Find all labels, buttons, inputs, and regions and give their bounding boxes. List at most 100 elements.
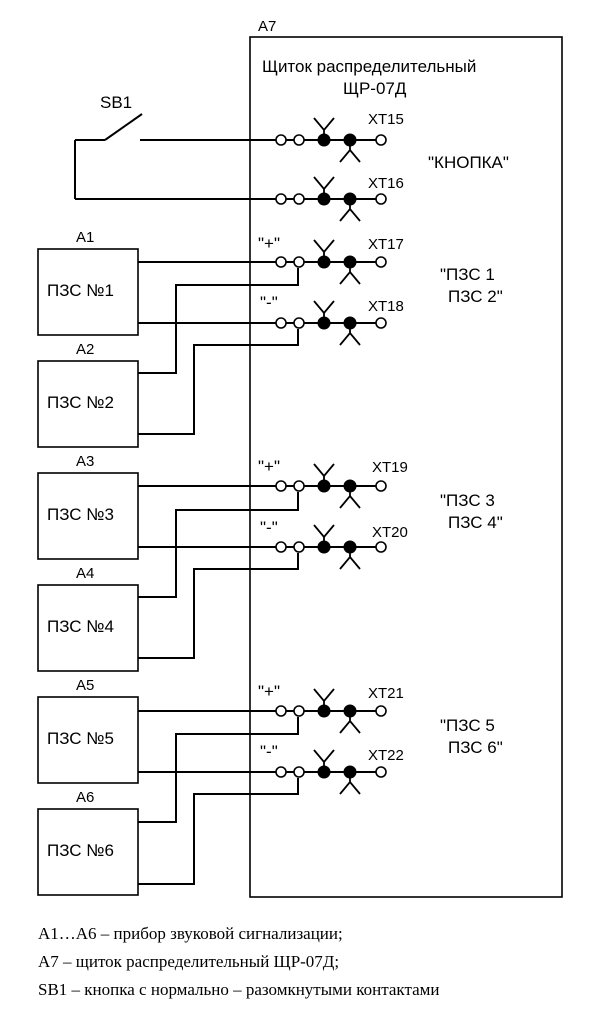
device-a6-ref: A6 bbox=[76, 789, 94, 806]
polarity-minus-3: "-" bbox=[260, 742, 278, 761]
group-label-3-line1: "ПЗС 5 bbox=[440, 716, 495, 735]
terminal-label-xt16: XT16 bbox=[368, 175, 404, 192]
terminal-label-xt22: XT22 bbox=[368, 747, 404, 764]
device-a2-box bbox=[37, 360, 139, 448]
plug-fork-lower-xt19 bbox=[339, 486, 361, 509]
terminal-open-contact-xt17-1 bbox=[275, 256, 287, 268]
terminal-block-xt18 bbox=[275, 300, 387, 346]
plug-fork-lower-xt15 bbox=[339, 140, 361, 163]
device-a5: A5 ПЗС №5 bbox=[37, 677, 139, 784]
button-ref: SB1 bbox=[100, 93, 132, 112]
device-a6-label: ПЗС №6 bbox=[47, 841, 114, 860]
device-a4-label: ПЗС №4 bbox=[47, 617, 114, 636]
terminal-end-contact-xt19 bbox=[375, 480, 387, 492]
device-a1-box bbox=[37, 248, 139, 336]
plug-fork-lower-xt20 bbox=[339, 547, 361, 570]
device-a6-box bbox=[37, 808, 139, 896]
terminal-end-contact-xt20 bbox=[375, 541, 387, 553]
plug-fork-upper-xt19 bbox=[313, 463, 335, 486]
terminal-end-contact-xt15 bbox=[375, 134, 387, 146]
device-a3-box bbox=[37, 472, 139, 560]
terminal-block-xt19 bbox=[275, 463, 387, 509]
device-a4: A4 ПЗС №4 bbox=[37, 565, 139, 672]
terminal-label-xt21: XT21 bbox=[368, 685, 404, 702]
polarity-plus-3: "+" bbox=[258, 682, 280, 701]
group-label-3-line2: ПЗС 6" bbox=[448, 738, 503, 757]
terminal-open-contact-xt18-2 bbox=[293, 317, 305, 329]
terminal-open-contact-xt16-1 bbox=[275, 193, 287, 205]
device-a4-box bbox=[37, 584, 139, 672]
terminal-end-contact-xt22 bbox=[375, 766, 387, 778]
terminal-label-xt15: XT15 bbox=[368, 111, 404, 128]
device-a5-ref: A5 bbox=[76, 677, 94, 694]
terminal-open-contact-xt16-2 bbox=[293, 193, 305, 205]
panel-title-line2: ЩР-07Д bbox=[343, 79, 407, 98]
device-a2-label: ПЗС №2 bbox=[47, 393, 114, 412]
terminal-open-contact-xt20-1 bbox=[275, 541, 287, 553]
polarity-minus-2: "-" bbox=[260, 518, 278, 537]
wiring-group-1 bbox=[138, 261, 299, 435]
device-a5-box bbox=[37, 696, 139, 784]
plug-fork-upper-xt22 bbox=[313, 749, 335, 772]
terminal-open-contact-xt21-1 bbox=[275, 705, 287, 717]
legend-line-1: А1…А6 – прибор звуковой сигнализации; bbox=[38, 924, 343, 943]
device-a5-label: ПЗС №5 bbox=[47, 729, 114, 748]
plug-fork-upper-xt20 bbox=[313, 524, 335, 547]
terminal-open-contact-xt15-1 bbox=[275, 134, 287, 146]
device-a1: A1 ПЗС №1 bbox=[37, 229, 139, 336]
terminal-label-xt17: XT17 bbox=[368, 236, 404, 253]
plug-fork-lower-xt21 bbox=[339, 711, 361, 734]
terminal-open-contact-xt18-1 bbox=[275, 317, 287, 329]
terminal-block-xt21 bbox=[275, 688, 387, 734]
plug-fork-upper-xt17 bbox=[313, 239, 335, 262]
terminal-label-xt18: XT18 bbox=[368, 298, 404, 315]
panel-title-line1: Щиток распределительный bbox=[262, 57, 476, 76]
plug-fork-upper-xt21 bbox=[313, 688, 335, 711]
terminal-block-xt15 bbox=[275, 117, 387, 163]
group-label-1-line1: "ПЗС 1 bbox=[440, 265, 495, 284]
group-label-2-line1: "ПЗС 3 bbox=[440, 491, 495, 510]
terminal-open-contact-xt21-2 bbox=[293, 705, 305, 717]
plug-fork-lower-xt18 bbox=[339, 323, 361, 346]
legend-line-2: А7 – щиток распределительный ЩР-07Д; bbox=[38, 952, 340, 971]
plug-fork-upper-xt16 bbox=[313, 176, 335, 199]
terminal-end-contact-xt21 bbox=[375, 705, 387, 717]
terminal-open-contact-xt20-2 bbox=[293, 541, 305, 553]
terminal-block-xt20 bbox=[275, 524, 387, 570]
device-a2-ref: A2 bbox=[76, 341, 94, 358]
distribution-panel bbox=[249, 36, 563, 898]
device-a4-ref: A4 bbox=[76, 565, 94, 582]
group-label-button: "КНОПКА" bbox=[428, 153, 509, 172]
terminal-end-contact-xt16 bbox=[375, 193, 387, 205]
terminal-block-xt16 bbox=[275, 176, 387, 222]
plug-fork-lower-xt16 bbox=[339, 199, 361, 222]
terminal-blocks bbox=[275, 117, 387, 795]
terminal-open-contact-xt17-2 bbox=[293, 256, 305, 268]
plug-fork-lower-xt17 bbox=[339, 262, 361, 285]
terminal-open-contact-xt22-1 bbox=[275, 766, 287, 778]
group-label-1-line2: ПЗС 2" bbox=[448, 287, 503, 306]
terminal-end-contact-xt18 bbox=[375, 317, 387, 329]
button-sb1-symbol bbox=[74, 113, 278, 200]
polarity-plus-2: "+" bbox=[258, 457, 280, 476]
terminal-open-contact-xt19-2 bbox=[293, 480, 305, 492]
terminal-end-contact-xt17 bbox=[375, 256, 387, 268]
terminal-block-xt17 bbox=[275, 239, 387, 285]
plug-fork-upper-xt18 bbox=[313, 300, 335, 323]
panel-ref: A7 bbox=[258, 18, 276, 35]
device-a3: A3 ПЗС №3 bbox=[37, 453, 139, 560]
terminal-open-contact-xt22-2 bbox=[293, 766, 305, 778]
device-a3-ref: A3 bbox=[76, 453, 94, 470]
terminal-block-xt22 bbox=[275, 749, 387, 795]
device-a2: A2 ПЗС №2 bbox=[37, 341, 139, 448]
group-label-2-line2: ПЗС 4" bbox=[448, 513, 503, 532]
legend: А1…А6 – прибор звуковой сигнализации; А7… bbox=[38, 920, 598, 1004]
legend-line-3: SB1 – кнопка с нормально – разомкнутыми … bbox=[38, 980, 440, 999]
wiring-group-2 bbox=[138, 485, 299, 659]
polarity-plus-1: "+" bbox=[258, 234, 280, 253]
plug-fork-lower-xt22 bbox=[339, 772, 361, 795]
plug-fork-upper-xt15 bbox=[313, 117, 335, 140]
terminal-label-xt20: XT20 bbox=[372, 524, 408, 541]
device-a6: A6 ПЗС №6 bbox=[37, 789, 139, 896]
